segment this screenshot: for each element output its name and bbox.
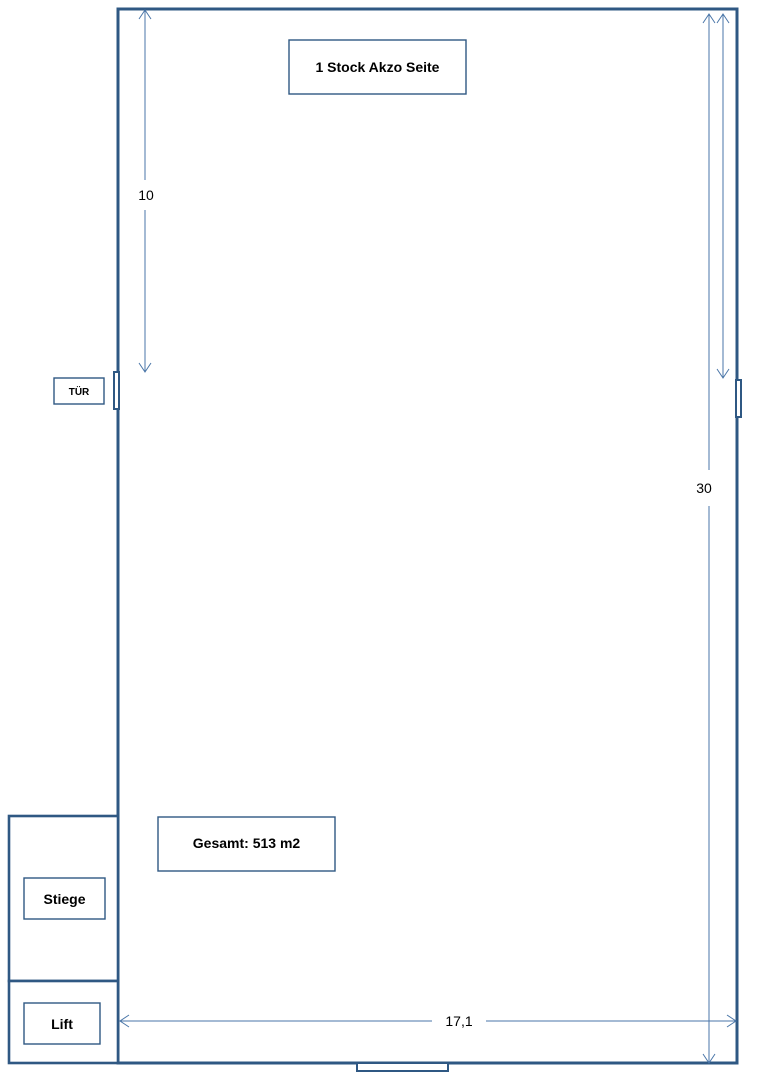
plan-title: 1 Stock Akzo Seite xyxy=(316,59,440,75)
total-area-label: Gesamt: 513 m2 xyxy=(193,835,301,851)
left-door-marker xyxy=(113,371,120,410)
dimension-height-label: 30 xyxy=(696,480,712,496)
bottom-wall-opening xyxy=(356,1062,449,1072)
title-box xyxy=(288,39,467,95)
door-label-box xyxy=(53,377,105,405)
dimension-height: 30 xyxy=(696,13,716,1064)
outer-walls xyxy=(116,7,739,1065)
lift-label: Lift xyxy=(51,1016,73,1032)
dimension-left-segment-label: 10 xyxy=(138,187,154,203)
lift-label-box xyxy=(23,1002,101,1045)
right-wall-opening xyxy=(735,379,742,418)
dimension-right-short xyxy=(716,13,730,379)
dimension-left-segment: 10 xyxy=(138,9,154,373)
stairs-label: Stiege xyxy=(43,891,85,907)
door-label: TÜR xyxy=(69,385,90,398)
stairs-label-box xyxy=(23,877,106,920)
dimension-width: 17,1 xyxy=(119,1013,737,1029)
total-area-box xyxy=(157,816,336,872)
dimension-width-label: 17,1 xyxy=(445,1013,472,1029)
